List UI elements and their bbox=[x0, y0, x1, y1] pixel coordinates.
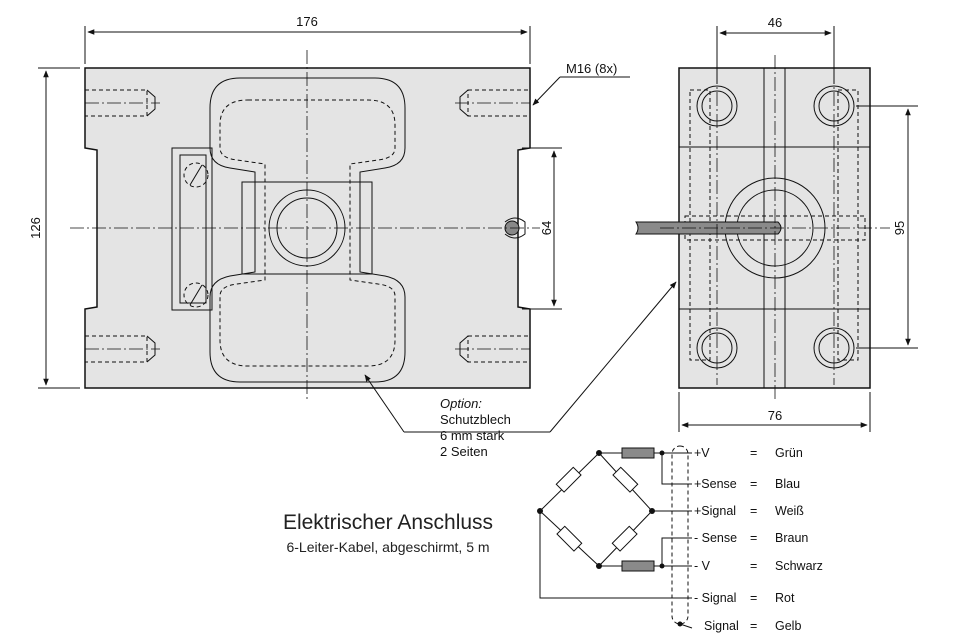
series-resistor-top bbox=[621, 447, 655, 459]
thread-hole-top-right bbox=[455, 89, 531, 117]
wire-signal-4: - V bbox=[694, 559, 711, 573]
cable-shield bbox=[671, 445, 689, 625]
side-top-dimension: 46 bbox=[716, 15, 835, 84]
wire-signal-5: - Signal bbox=[694, 591, 736, 605]
thread-hole-top-left bbox=[84, 89, 160, 117]
wire-eq-4: = bbox=[750, 559, 757, 573]
screw-top bbox=[183, 162, 209, 188]
front-height-dimension: 126 bbox=[28, 67, 80, 389]
side-bottom-dimension: 76 bbox=[678, 392, 871, 432]
wire-eq-6: = bbox=[750, 619, 757, 633]
wire-signal-6: Signal bbox=[704, 619, 739, 633]
option-line-3: 6 mm stark bbox=[440, 428, 505, 443]
bridge-resistor-2 bbox=[612, 466, 639, 493]
wire-signal-3: - Sense bbox=[694, 531, 737, 545]
side-height-dimension: 95 bbox=[856, 105, 918, 349]
option-note: Option: Schutzblech 6 mm stark 2 Seiten bbox=[364, 281, 677, 459]
bridge-resistor-1 bbox=[555, 466, 582, 493]
cover-plate bbox=[171, 147, 213, 311]
wire-color-2: Weiß bbox=[775, 504, 804, 518]
thread-callout: M16 (8x) bbox=[532, 61, 630, 106]
wire-eq-1: = bbox=[750, 477, 757, 491]
wire-legend: +V = Grün +Sense = Blau +Signal = Weiß -… bbox=[694, 446, 823, 633]
wire-color-0: Grün bbox=[775, 446, 803, 460]
connection-subtitle: 6-Leiter-Kabel, abgeschirmt, 5 m bbox=[286, 539, 489, 555]
thread-label: M16 (8x) bbox=[566, 61, 617, 76]
wire-eq-3: = bbox=[750, 531, 757, 545]
front-width-dimension: 176 bbox=[84, 14, 531, 64]
wire-signal-2: +Signal bbox=[694, 504, 736, 518]
dim-64: 64 bbox=[539, 221, 554, 235]
wire-signal-0: +V bbox=[694, 446, 710, 460]
dim-46: 46 bbox=[768, 15, 782, 30]
connection-title: Elektrischer Anschluss bbox=[283, 511, 493, 534]
bridge-resistor-3 bbox=[556, 525, 583, 552]
dim-76: 76 bbox=[768, 408, 782, 423]
option-line-2: Schutzblech bbox=[440, 412, 511, 427]
wire-color-1: Blau bbox=[775, 477, 800, 491]
pocket-outline bbox=[209, 77, 406, 383]
series-resistor-bottom bbox=[621, 560, 655, 572]
front-inner-dimension: 64 bbox=[522, 147, 562, 310]
wire-eq-2: = bbox=[750, 504, 757, 518]
wire-eq-0: = bbox=[750, 446, 757, 460]
wire-color-4: Schwarz bbox=[775, 559, 823, 573]
wire-color-3: Braun bbox=[775, 531, 808, 545]
screw-bottom bbox=[183, 282, 209, 308]
dim-126: 126 bbox=[28, 217, 43, 239]
wire-signal-1: +Sense bbox=[694, 477, 737, 491]
dim-176: 176 bbox=[296, 14, 318, 29]
dim-95: 95 bbox=[892, 221, 907, 235]
wire-color-6: Gelb bbox=[775, 619, 801, 633]
bridge-resistor-4 bbox=[611, 525, 638, 552]
wire-eq-5: = bbox=[750, 591, 757, 605]
option-label: Option: bbox=[440, 396, 482, 411]
thread-hole-bottom-left bbox=[84, 335, 160, 363]
option-line-4: 2 Seiten bbox=[440, 444, 488, 459]
front-view bbox=[70, 50, 540, 400]
side-view bbox=[635, 55, 890, 400]
wiring-diagram bbox=[537, 445, 693, 629]
thread-hole-bottom-right bbox=[455, 335, 531, 363]
wire-color-5: Rot bbox=[775, 591, 795, 605]
